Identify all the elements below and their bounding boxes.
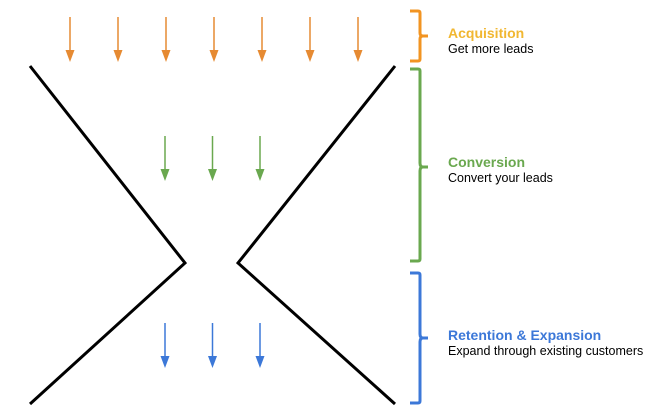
acquisition-arrows [65, 17, 363, 62]
acquisition-arrow [257, 17, 267, 62]
acquisition-arrow [353, 17, 363, 62]
conversion-arrows [160, 136, 265, 181]
retention-arrow [160, 323, 170, 368]
conversion-arrow [255, 136, 265, 181]
conversion-arrow [208, 136, 217, 181]
retention-subtitle: Expand through existing customers [448, 344, 644, 358]
conversion-arrow [160, 136, 170, 181]
acquisition-arrow [209, 17, 219, 62]
acquisition-subtitle: Get more leads [448, 42, 534, 56]
funnel-right-edge [235, 65, 397, 406]
retention-arrows [160, 323, 265, 368]
retention-label: Retention & Expansion Expand through exi… [448, 327, 643, 359]
retention-bracket [410, 271, 428, 405]
acquisition-arrow [305, 17, 315, 62]
acquisition-arrow [65, 17, 75, 62]
acquisition-label: Acquisition Get more leads [448, 25, 533, 57]
retention-arrow [208, 323, 217, 368]
conversion-subtitle: Convert your leads [448, 171, 553, 185]
acquisition-arrow [113, 17, 123, 62]
conversion-title: Conversion [448, 154, 526, 170]
acquisition-bracket [410, 9, 428, 63]
retention-title: Retention & Expansion [448, 327, 602, 343]
acquisition-title: Acquisition [448, 25, 525, 41]
conversion-label: Conversion Convert your leads [448, 154, 553, 186]
acquisition-arrow [161, 17, 171, 62]
funnel-left-edge [28, 65, 188, 406]
retention-arrow [255, 323, 265, 368]
conversion-bracket [410, 67, 428, 263]
